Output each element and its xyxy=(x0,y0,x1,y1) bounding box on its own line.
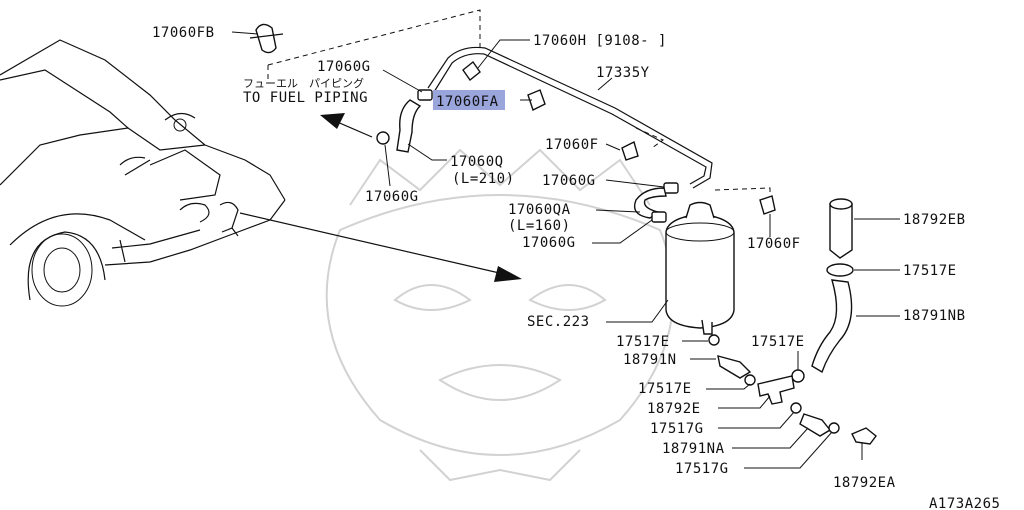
label-17060g-mid: 17060G xyxy=(542,173,596,189)
vapor-tube xyxy=(427,46,713,189)
clip-17060h xyxy=(462,60,481,82)
tee-18792e xyxy=(757,375,795,405)
label-sec-223: SEC.223 xyxy=(527,314,590,330)
label-17060qa-length: (L=160) xyxy=(508,218,571,234)
label-17335y: 17335Y xyxy=(596,65,650,81)
arrow-to-fuel-piping xyxy=(320,113,345,129)
clip-17060fa xyxy=(527,89,546,111)
clamp-17517e-2 xyxy=(708,334,720,346)
diagram-code: A173A265 xyxy=(929,496,1000,510)
vehicle-outline xyxy=(0,39,286,307)
hose-17060q xyxy=(396,99,422,153)
label-17060g-left: 17060G xyxy=(365,189,419,205)
hose-18791n xyxy=(717,355,752,379)
clamp-17517g-2 xyxy=(790,402,802,414)
label-18792eb: 18792EB xyxy=(903,212,966,228)
connector-18792ea xyxy=(851,427,877,445)
clamp-17060g-low xyxy=(651,211,667,223)
arrow-to-canister xyxy=(494,266,522,282)
label-17060q-length: (L=210) xyxy=(452,171,515,187)
highlight-box xyxy=(433,90,505,110)
label-17060fb: 17060FB xyxy=(152,25,215,41)
clamp-17060g-top xyxy=(417,89,433,101)
label-fuel-piping-jp: フューエル パイピング xyxy=(243,76,364,90)
label-18792e: 18792E xyxy=(647,401,701,417)
label-18791nb: 18791NB xyxy=(903,308,966,324)
label-17060fa: 17060FA xyxy=(436,94,499,110)
label-to-fuel-piping: TO FUEL PIPING xyxy=(243,90,368,106)
label-17060f-right: 17060F xyxy=(747,236,801,252)
clamp-17060g-mid xyxy=(663,182,679,194)
clamp-17517g-3 xyxy=(828,422,840,434)
label-17517g-3: 17517G xyxy=(675,461,729,477)
clip-17060f-right xyxy=(759,195,776,215)
label-17060q: 17060Q xyxy=(450,154,504,170)
clamp-17517e-3 xyxy=(744,374,756,386)
clip-17060fb xyxy=(249,23,284,54)
clip-17060f-mid xyxy=(621,140,639,161)
label-17517e-2: 17517E xyxy=(616,334,670,350)
clamp-17517e-4 xyxy=(791,369,805,383)
clamp-17517e-1 xyxy=(826,263,854,277)
label-18791na: 18791NA xyxy=(662,441,725,457)
part-labels: 17060FB 17060H [9108- ] 17060G 17060FA 1… xyxy=(152,25,1000,510)
canister xyxy=(665,201,735,335)
leader-lines xyxy=(231,31,900,469)
label-17060h: 17060H [9108- ] xyxy=(533,33,667,49)
label-17517e-4: 17517E xyxy=(751,334,805,350)
label-18791n: 18791N xyxy=(623,352,677,368)
hose-18792eb xyxy=(829,198,853,259)
label-17517g-2: 17517G xyxy=(650,421,704,437)
arrows xyxy=(239,113,522,282)
label-18792ea: 18792EA xyxy=(833,475,896,491)
label-17060qa: 17060QA xyxy=(508,202,571,218)
watermark-emblem xyxy=(325,148,675,482)
hose-18791nb xyxy=(811,279,853,374)
label-17060f-mid: 17060F xyxy=(545,137,599,153)
label-17517e-3: 17517E xyxy=(638,381,692,397)
label-17060g-low: 17060G xyxy=(522,235,576,251)
label-17060g-top: 17060G xyxy=(317,59,371,75)
label-17517e-1: 17517E xyxy=(903,263,957,279)
clamp-17060g-left xyxy=(376,131,390,145)
hose-18791na xyxy=(799,413,832,437)
